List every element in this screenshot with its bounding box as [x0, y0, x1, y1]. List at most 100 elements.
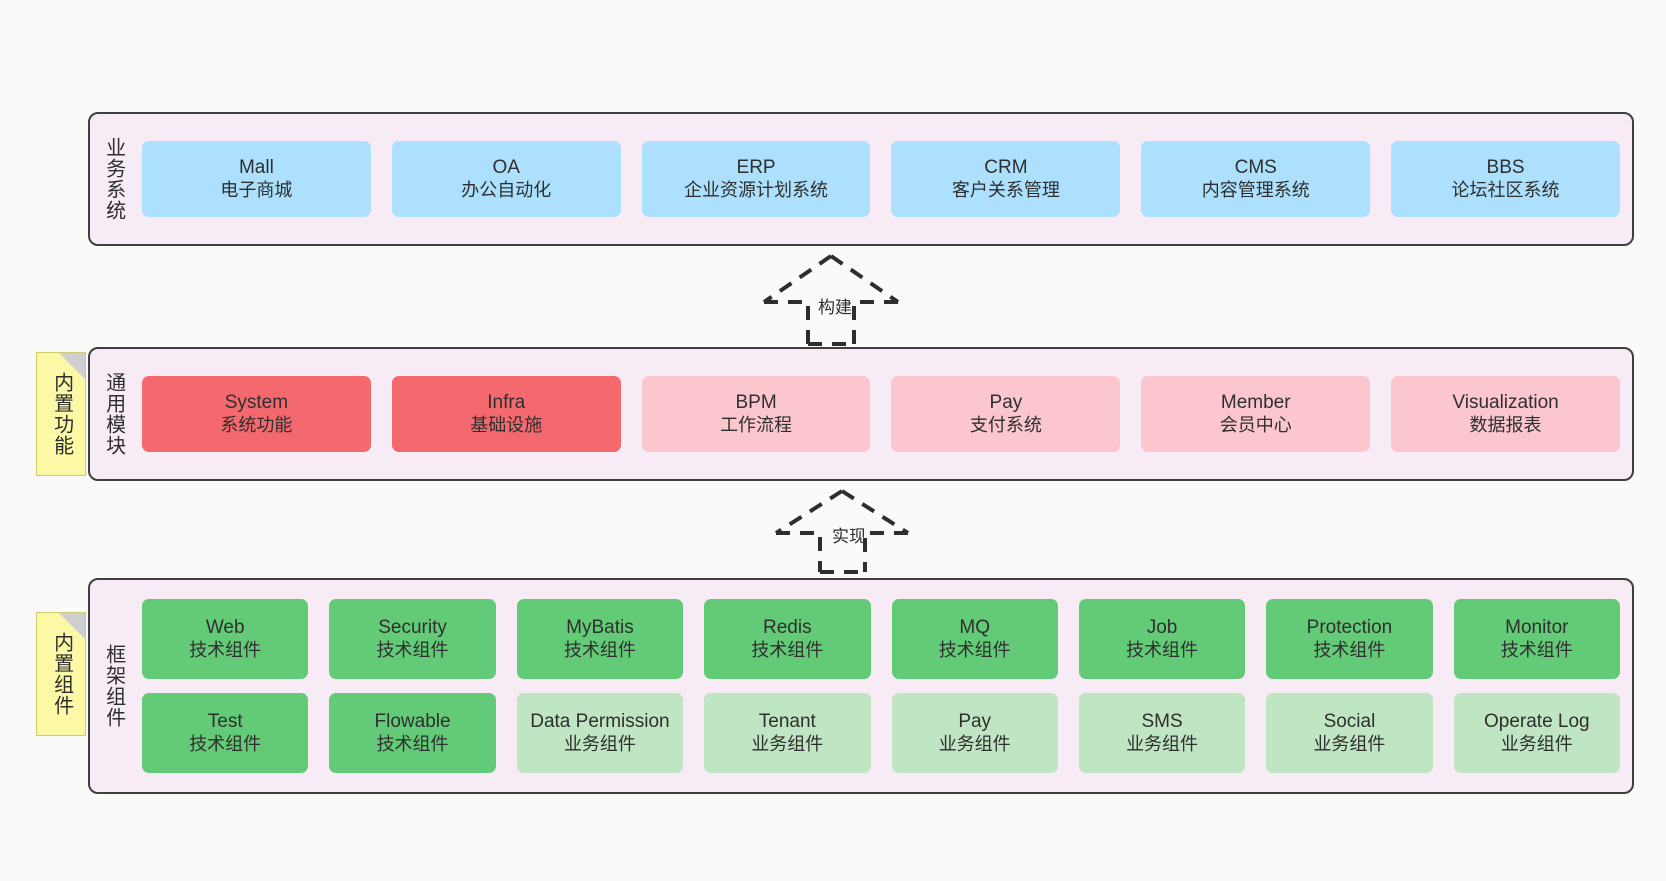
card-bbs[interactable]: BBS 论坛社区系统 [1391, 141, 1620, 217]
card-title-en: Pay [989, 392, 1023, 414]
card-title-en: Data Permission [530, 711, 670, 733]
card-title-cn: 内容管理系统 [1201, 179, 1310, 200]
arrow-implement-icon [774, 489, 910, 574]
card-pay-module[interactable]: Pay 支付系统 [891, 376, 1121, 452]
card-mall[interactable]: Mall 电子商城 [142, 141, 371, 217]
card-title-en: System [224, 392, 289, 414]
card-tenant[interactable]: Tenant 业务组件 [704, 693, 871, 773]
layer-business-systems: 业务系统 Mall 电子商城 OA 办公自动化 ERP 企业资源计划系统 CRM… [88, 112, 1634, 246]
card-title-en: Visualization [1452, 392, 1559, 414]
card-title-en: CRM [984, 157, 1028, 179]
card-title-en: BPM [735, 392, 777, 414]
card-title-cn: 数据报表 [1469, 414, 1542, 435]
card-member[interactable]: Member 会员中心 [1141, 376, 1371, 452]
card-title-cn: 办公自动化 [461, 179, 552, 200]
card-title-cn: 业务组件 [938, 733, 1011, 754]
card-redis[interactable]: Redis 技术组件 [704, 599, 871, 679]
card-flowable[interactable]: Flowable 技术组件 [329, 693, 496, 773]
card-title-en: BBS [1486, 157, 1525, 179]
card-row: Test 技术组件 Flowable 技术组件 Data Permission … [142, 693, 1620, 773]
card-title-cn: 技术组件 [563, 639, 636, 660]
card-row: System 系统功能 Infra 基础设施 BPM 工作流程 Pay 支付系统… [142, 376, 1620, 452]
card-system[interactable]: System 系统功能 [142, 376, 371, 452]
card-crm[interactable]: CRM 客户关系管理 [891, 141, 1121, 217]
layer-common-modules: 通用模块 System 系统功能 Infra 基础设施 BPM 工作流程 Pay… [88, 347, 1634, 481]
card-title-cn: 技术组件 [1500, 639, 1573, 660]
card-monitor[interactable]: Monitor 技术组件 [1453, 599, 1620, 679]
layer-title-common-modules: 通用模块 [102, 372, 125, 456]
layer-title-business-systems: 业务系统 [102, 137, 125, 221]
card-visualization[interactable]: Visualization 数据报表 [1391, 376, 1620, 452]
card-title-cn: 业务组件 [563, 733, 636, 754]
card-title-en: Tenant [758, 711, 816, 733]
card-title-en: Mall [238, 157, 274, 179]
card-title-en: Web [205, 617, 245, 639]
card-title-en: Test [207, 711, 243, 733]
card-operate-log[interactable]: Operate Log 业务组件 [1453, 693, 1620, 773]
card-mq[interactable]: MQ 技术组件 [891, 599, 1058, 679]
card-title-en: Operate Log [1483, 711, 1590, 733]
card-protection[interactable]: Protection 技术组件 [1266, 599, 1433, 679]
arrow-build: 构建 [756, 252, 906, 346]
card-title-en: Protection [1306, 617, 1393, 639]
card-title-en: Flowable [374, 711, 451, 733]
card-title-cn: 支付系统 [969, 414, 1042, 435]
card-title-cn: 技术组件 [189, 639, 262, 660]
card-title-en: MQ [959, 617, 990, 639]
arrow-implement-label: 实现 [832, 527, 866, 546]
card-title-en: SMS [1141, 711, 1183, 733]
arrow-build-label: 构建 [818, 298, 852, 317]
card-title-cn: 工作流程 [720, 414, 793, 435]
card-data-permission[interactable]: Data Permission 业务组件 [516, 693, 684, 773]
sticky-note-label: 内置组件 [50, 632, 73, 716]
card-row: Web 技术组件 Security 技术组件 MyBatis 技术组件 Redi… [142, 599, 1620, 679]
card-title-cn: 技术组件 [1126, 639, 1199, 660]
card-title-cn: 技术组件 [1313, 639, 1386, 660]
card-job[interactable]: Job 技术组件 [1078, 599, 1246, 679]
card-pay-component[interactable]: Pay 业务组件 [891, 693, 1058, 773]
card-erp[interactable]: ERP 企业资源计划系统 [641, 141, 871, 217]
card-oa[interactable]: OA 办公自动化 [391, 141, 621, 217]
card-title-en: CMS [1234, 157, 1277, 179]
card-infra[interactable]: Infra 基础设施 [391, 376, 621, 452]
card-title-cn: 电子商城 [220, 179, 293, 200]
card-title-cn: 技术组件 [189, 733, 262, 754]
card-title-cn: 技术组件 [938, 639, 1011, 660]
card-title-en: Monitor [1505, 617, 1569, 639]
card-title-en: Infra [487, 392, 526, 414]
card-title-cn: 技术组件 [376, 639, 449, 660]
card-title-en: Member [1220, 392, 1291, 414]
arrow-implement: 实现 [770, 487, 920, 574]
layer-body-common-modules: System 系统功能 Infra 基础设施 BPM 工作流程 Pay 支付系统… [136, 349, 1632, 479]
card-social[interactable]: Social 业务组件 [1266, 693, 1433, 773]
card-title-cn: 论坛社区系统 [1451, 179, 1560, 200]
card-web[interactable]: Web 技术组件 [142, 599, 309, 679]
layer-framework-components: 框架组件 Web 技术组件 Security 技术组件 MyBatis 技术组件… [88, 578, 1634, 794]
layer-title-framework-components: 框架组件 [102, 644, 125, 728]
card-title-cn: 客户关系管理 [951, 179, 1060, 200]
card-title-cn: 技术组件 [376, 733, 449, 754]
card-title-en: Security [378, 617, 447, 639]
card-title-en: OA [492, 157, 520, 179]
card-title-en: ERP [736, 157, 776, 179]
card-title-cn: 系统功能 [220, 414, 293, 435]
card-title-cn: 企业资源计划系统 [684, 179, 829, 200]
card-title-cn: 业务组件 [1313, 733, 1386, 754]
sticky-note-builtin-component: 内置组件 [36, 612, 86, 736]
card-title-cn: 业务组件 [751, 733, 824, 754]
card-title-en: MyBatis [566, 617, 634, 639]
card-mybatis[interactable]: MyBatis 技术组件 [516, 599, 684, 679]
card-title-en: Pay [958, 711, 992, 733]
card-title-cn: 业务组件 [1126, 733, 1199, 754]
card-sms[interactable]: SMS 业务组件 [1078, 693, 1246, 773]
card-bpm[interactable]: BPM 工作流程 [641, 376, 871, 452]
card-title-en: Social [1323, 711, 1376, 733]
card-title-cn: 会员中心 [1219, 414, 1292, 435]
sticky-note-builtin-function: 内置功能 [36, 352, 86, 476]
layer-body-business-systems: Mall 电子商城 OA 办公自动化 ERP 企业资源计划系统 CRM 客户关系… [136, 114, 1632, 244]
card-cms[interactable]: CMS 内容管理系统 [1141, 141, 1371, 217]
arrow-build-icon [762, 254, 900, 346]
card-test[interactable]: Test 技术组件 [142, 693, 309, 773]
card-security[interactable]: Security 技术组件 [329, 599, 496, 679]
